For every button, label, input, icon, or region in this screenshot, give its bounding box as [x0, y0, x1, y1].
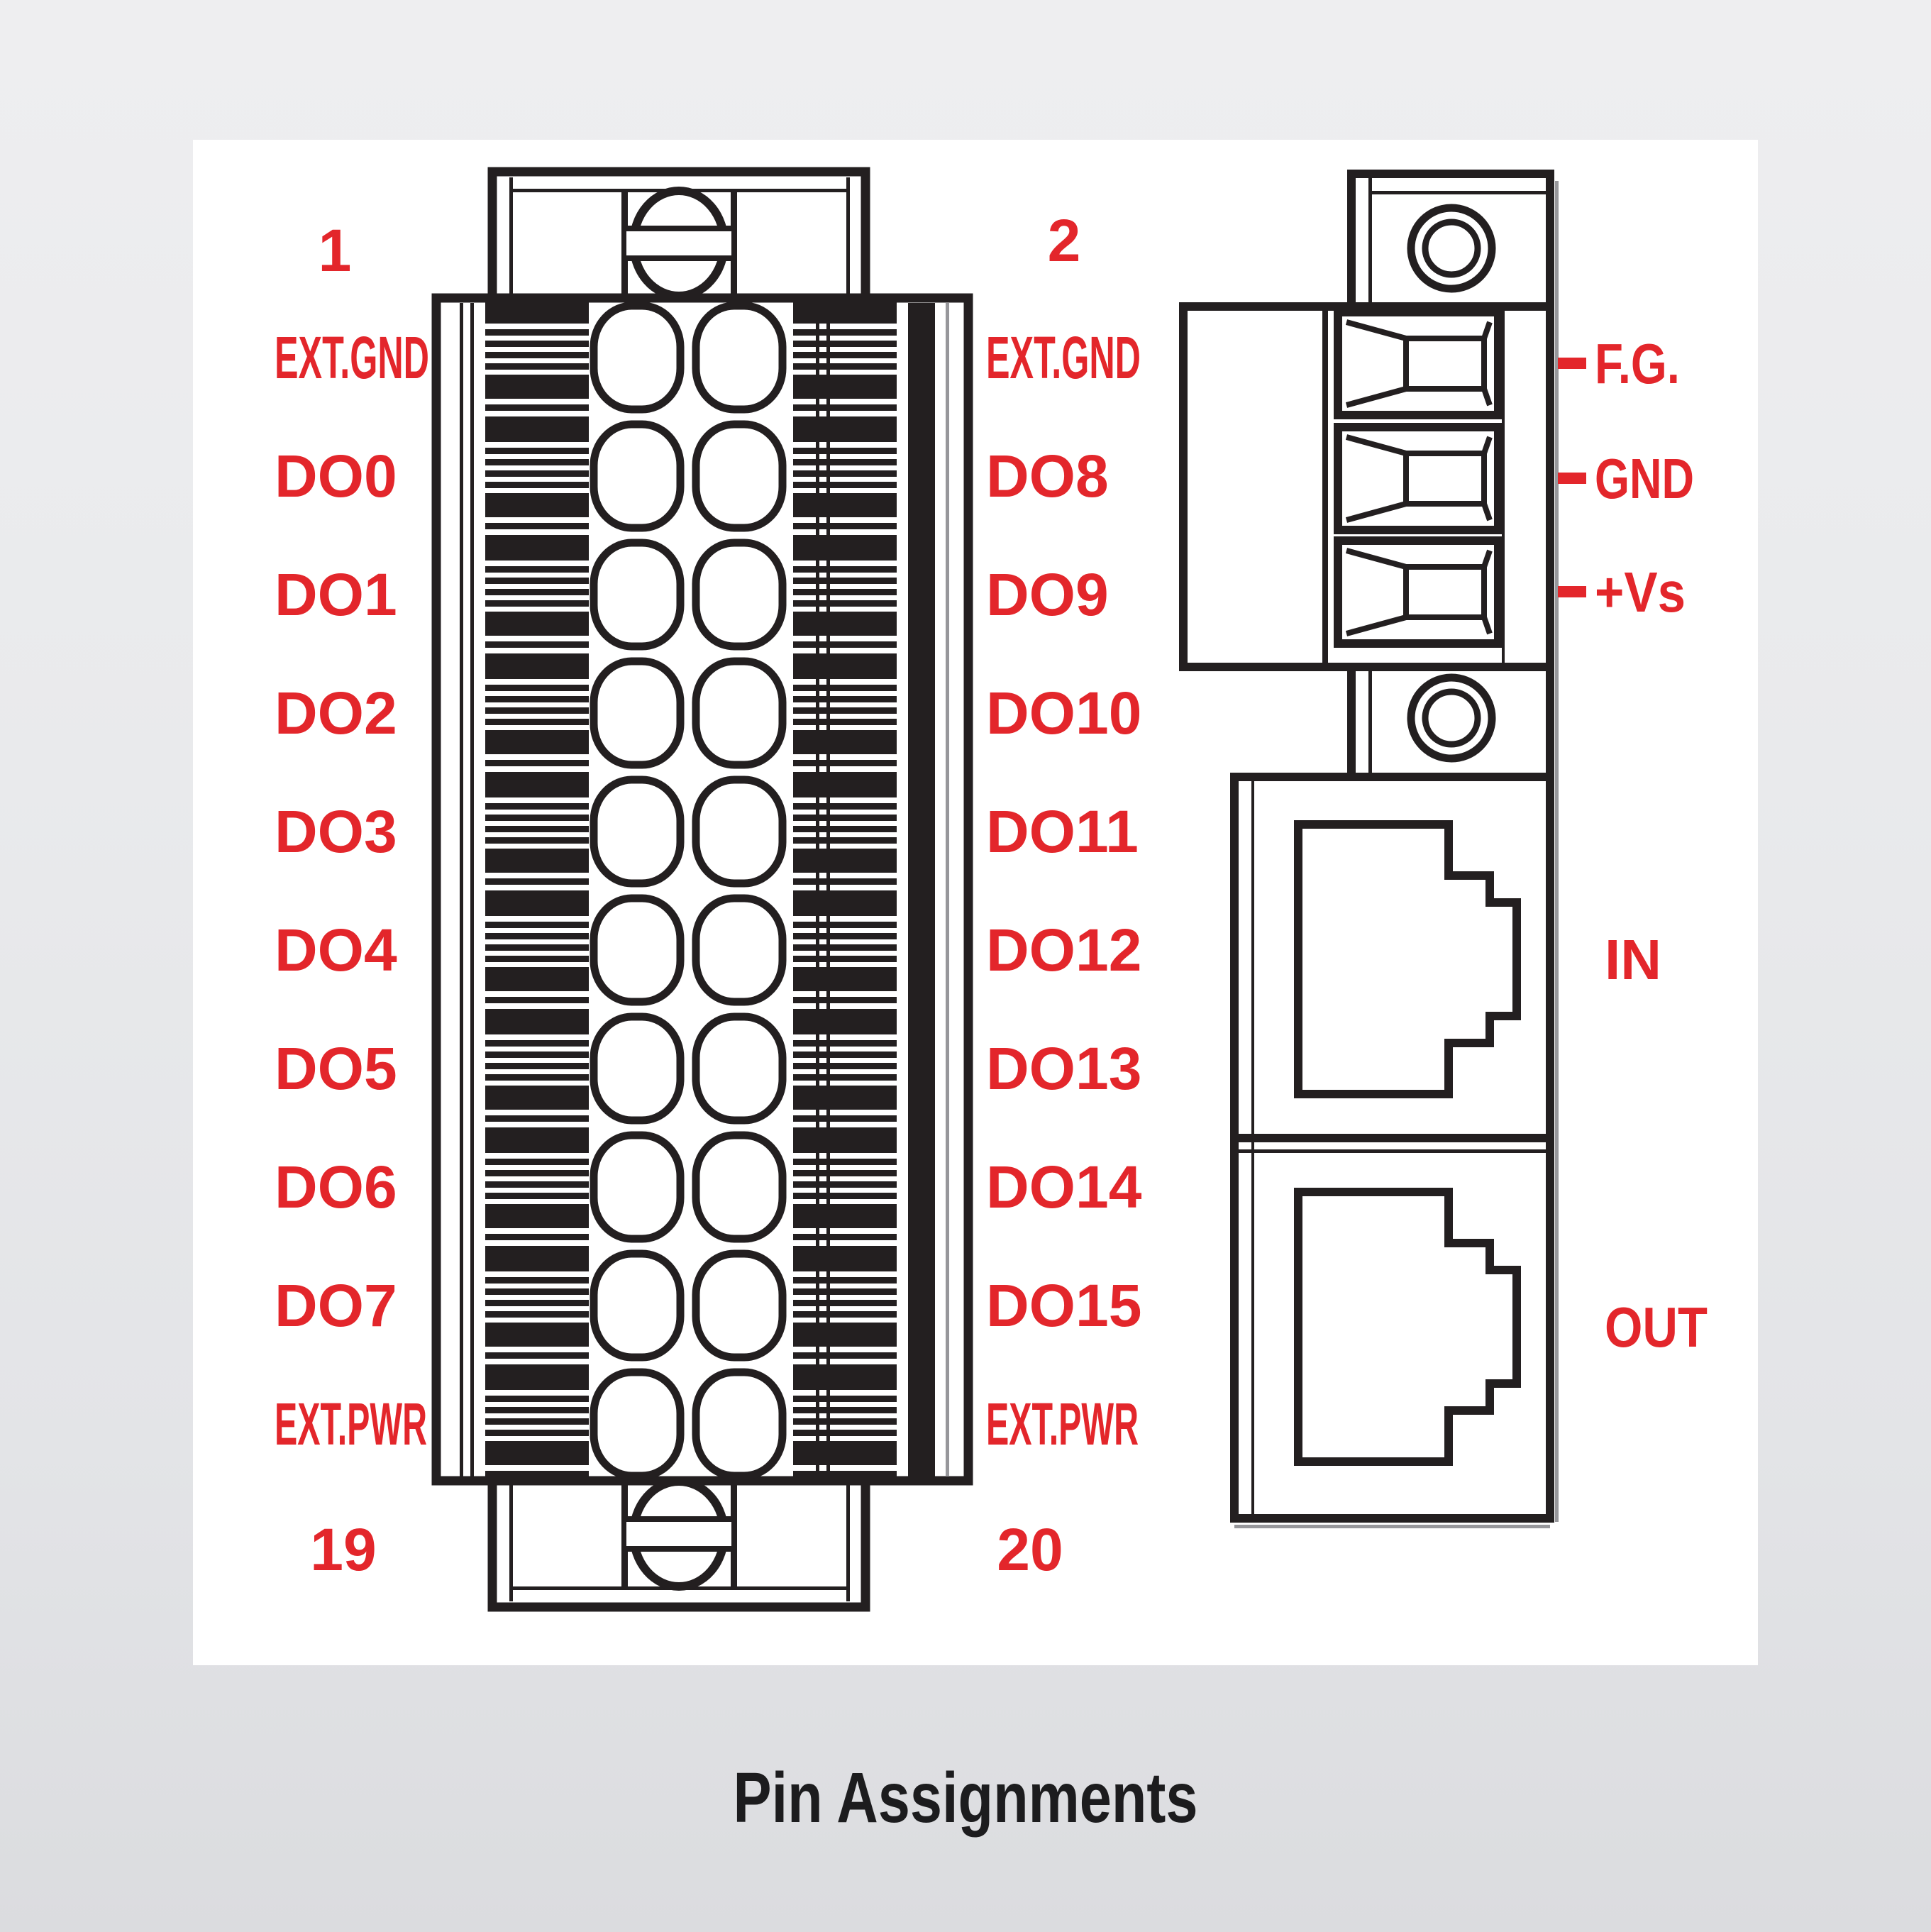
rail-line [826, 303, 830, 1476]
rail-line [470, 303, 474, 1476]
label-fg: F.G. [1595, 332, 1680, 395]
pin-label-do11: DO11 [986, 798, 1139, 865]
pin-label-do4: DO4 [275, 917, 397, 983]
pin-label-do1: DO1 [275, 561, 397, 628]
rj45-out-jack [1294, 1188, 1521, 1466]
pin-labels: 1 2 19 20 EXT.GND DO0 DO1 DO2 DO3 DO4 DO… [275, 207, 1142, 1583]
power-labels: F.G. GND +Vs IN OUT [1558, 332, 1708, 1359]
edge-shadow-line [1555, 181, 1559, 1522]
pin-label-do13: DO13 [986, 1035, 1141, 1102]
pin-label-do7: DO7 [275, 1272, 397, 1339]
rail-bar [908, 303, 935, 1476]
pin-number-20: 20 [997, 1516, 1063, 1583]
terminal-connector-drawing [431, 167, 973, 1612]
label-in: IN [1605, 928, 1661, 991]
pin-label-do2: DO2 [275, 680, 397, 746]
vs-tick [1558, 586, 1586, 597]
label-out: OUT [1605, 1296, 1708, 1359]
ethernet-housing [1230, 773, 1554, 1528]
rail-line [816, 303, 819, 1476]
label-vs: +Vs [1595, 561, 1686, 624]
pin-number-2: 2 [1048, 207, 1081, 274]
pin-label-do6: DO6 [275, 1154, 397, 1220]
pin-label-do0: DO0 [275, 443, 397, 509]
pin-label-do8: DO8 [986, 443, 1109, 509]
pin-number-19: 19 [310, 1516, 376, 1583]
pin-label-do15: DO15 [986, 1272, 1141, 1339]
pin-number-1: 1 [319, 217, 352, 284]
pin-label-do3: DO3 [275, 798, 397, 865]
connector-body [431, 293, 973, 1486]
pin-label-do12: DO12 [986, 917, 1141, 983]
rail-shadow-line [946, 303, 949, 1476]
pin-label-do14: DO14 [986, 1154, 1142, 1220]
pin-label-do9: DO9 [986, 561, 1109, 628]
pin-label-do5: DO5 [275, 1035, 397, 1102]
pin-label-ext-pwr-left: EXT.PWR [275, 1391, 427, 1457]
fg-tick [1558, 358, 1586, 369]
power-ethernet-drawing [1179, 170, 1559, 1528]
rj45-in-jack [1294, 820, 1521, 1098]
rail-line [460, 303, 463, 1476]
pin-label-ext-gnd-left: EXT.GND [275, 324, 429, 391]
page-title: Pin Assignments [734, 1758, 1198, 1838]
label-gnd: GND [1595, 447, 1694, 510]
gnd-tick [1558, 473, 1586, 484]
pin-label-ext-gnd-right: EXT.GND [986, 324, 1141, 391]
pin-label-do10: DO10 [986, 680, 1141, 746]
pin-label-ext-pwr-right: EXT.PWR [986, 1391, 1139, 1457]
